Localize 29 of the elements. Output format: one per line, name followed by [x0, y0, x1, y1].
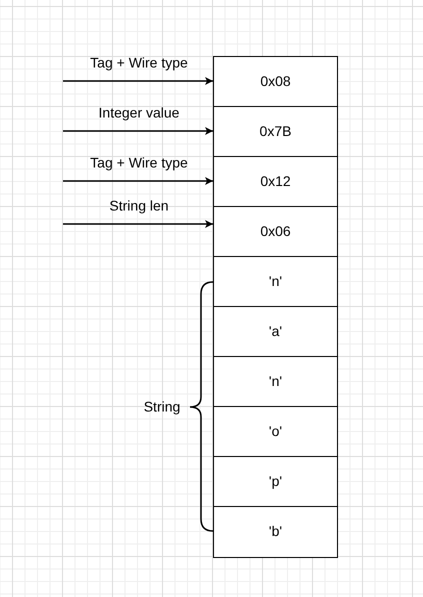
edge-label: Tag + Wire type: [90, 154, 188, 172]
byte-value: 'n': [268, 273, 282, 290]
byte-cell: [213, 356, 338, 408]
edge-label: String len: [109, 198, 169, 214]
arrow: [63, 220, 213, 228]
byte-value: 0x08: [260, 73, 291, 90]
byte-value: 'a': [268, 323, 282, 340]
byte-value: 0x7B: [260, 123, 292, 140]
byte-value: 'b': [268, 523, 282, 540]
arrow: [63, 177, 213, 185]
byte-cell: [213, 156, 338, 208]
arrow: [63, 77, 213, 85]
byte-value: 'o': [268, 423, 282, 440]
byte-cell: [213, 206, 338, 258]
byte-cell: [213, 106, 338, 158]
edge-label: Integer value: [98, 104, 180, 122]
byte-cell: [213, 306, 338, 358]
bracket-label: String: [144, 398, 180, 416]
byte-value: 'n': [268, 373, 282, 390]
byte-cell: [213, 456, 338, 508]
byte-value: 'p': [268, 473, 282, 490]
arrow: [63, 127, 213, 135]
byte-value: 0x12: [260, 173, 291, 190]
edge-label: Tag + Wire type: [90, 54, 188, 72]
byte-value: 0x06: [260, 223, 291, 240]
byte-cell: [213, 406, 338, 458]
byte-cell: [213, 56, 338, 108]
byte-cell: [213, 256, 338, 308]
byte-cell: [213, 506, 338, 558]
